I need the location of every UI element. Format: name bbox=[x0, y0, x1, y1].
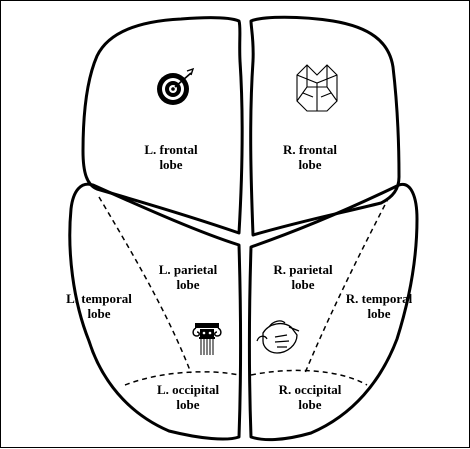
left-parietal-line2: lobe bbox=[159, 277, 218, 292]
right-frontal-outline bbox=[251, 17, 399, 235]
hands-icon bbox=[257, 321, 299, 353]
label-left-frontal: L. frontal lobe bbox=[144, 142, 197, 172]
target-icon bbox=[157, 69, 193, 105]
label-right-temporal: R. temporal lobe bbox=[346, 291, 412, 321]
column-capital-icon bbox=[193, 323, 221, 355]
right-occipital-line2: lobe bbox=[279, 397, 342, 412]
right-temporal-line1: R. temporal bbox=[346, 291, 412, 306]
left-occipital-line2: lobe bbox=[157, 397, 219, 412]
label-right-frontal: R. frontal lobe bbox=[283, 142, 337, 172]
left-frontal-line2: lobe bbox=[144, 157, 197, 172]
right-parietal-line1: R. parietal bbox=[273, 262, 332, 277]
label-left-parietal: L. parietal lobe bbox=[159, 262, 218, 292]
right-frontal-line2: lobe bbox=[283, 157, 337, 172]
label-right-parietal: R. parietal lobe bbox=[273, 262, 332, 292]
left-temporal-line1: L. temporal bbox=[66, 291, 132, 306]
label-right-occipital: R. occipital lobe bbox=[279, 382, 342, 412]
right-occipital-line1: R. occipital bbox=[279, 382, 342, 397]
label-left-occipital: L. occipital lobe bbox=[157, 382, 219, 412]
right-temporal-line2: lobe bbox=[346, 306, 412, 321]
label-left-temporal: L. temporal lobe bbox=[66, 291, 132, 321]
cube-structure-icon bbox=[297, 65, 337, 111]
left-frontal-line1: L. frontal bbox=[144, 142, 197, 157]
left-temporal-line2: lobe bbox=[66, 306, 132, 321]
right-frontal-line1: R. frontal bbox=[283, 142, 337, 157]
right-parietal-line2: lobe bbox=[273, 277, 332, 292]
left-frontal-outline bbox=[83, 18, 242, 233]
left-occipital-line1: L. occipital bbox=[157, 382, 219, 397]
left-parietal-line1: L. parietal bbox=[159, 262, 218, 277]
